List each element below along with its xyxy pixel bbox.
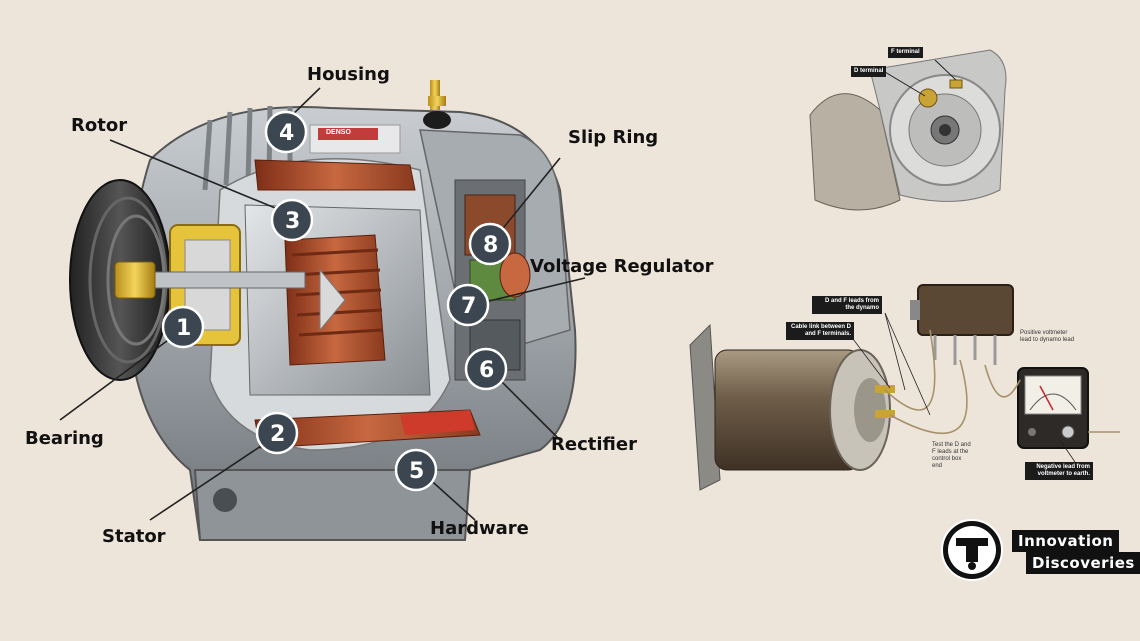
badge-number-7: 7	[461, 294, 477, 319]
badge-number-1: 1	[176, 316, 192, 341]
label-d-terminal: D terminal	[851, 66, 887, 77]
label-stator: Stator	[102, 526, 166, 547]
dynamo-end-view	[809, 49, 1007, 211]
leader-lines	[59, 87, 586, 521]
dynamo-test-setup	[689, 284, 1120, 491]
label-f-terminal: F terminal	[888, 47, 923, 58]
label-leads-from-dynamo: D and F leads from the dynamo	[812, 296, 882, 314]
brand-plate: DENSO	[326, 129, 351, 136]
label-test-leads: Test the D and F leads at the control bo…	[932, 442, 971, 469]
logo-emblem	[941, 519, 1003, 581]
label-negative-lead: Negative lead from voltmeter to earth.	[1025, 462, 1093, 480]
label-housing: Housing	[307, 64, 390, 85]
label-positive-lead: Positive voltmeter lead to dynamo lead	[1020, 330, 1075, 343]
label-rotor: Rotor	[71, 115, 128, 136]
label-slip-ring: Slip Ring	[568, 127, 659, 148]
badge-number-6: 6	[479, 358, 495, 383]
badge-number-2: 2	[270, 422, 286, 447]
badge-number-5: 5	[409, 459, 425, 484]
number-badges	[161, 110, 512, 492]
label-bearing: Bearing	[25, 428, 104, 449]
label-voltage-regulator: Voltage Regulator	[530, 256, 714, 277]
logo-text-line1: Innovation	[1012, 530, 1120, 552]
label-hardware: Hardware	[430, 518, 529, 539]
badge-number-4: 4	[279, 121, 295, 146]
pulley	[69, 179, 306, 381]
badge-number-8: 8	[483, 233, 499, 258]
label-rectifier: Rectifier	[551, 434, 637, 455]
badge-number-3: 3	[285, 209, 301, 234]
label-cable-link: Cable link between D and F terminals.	[786, 322, 854, 340]
logo-text-line2: Discoveries	[1026, 552, 1140, 574]
alternator-interior	[209, 124, 481, 451]
